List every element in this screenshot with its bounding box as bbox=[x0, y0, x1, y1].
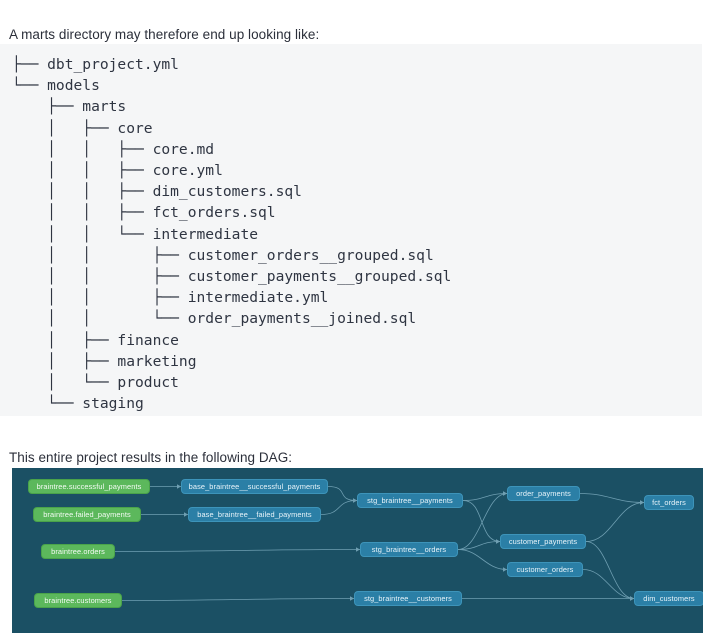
dag-edge-braintree-customers-to-stg-braintree-customers bbox=[121, 598, 355, 601]
directory-tree-text: ├── dbt_project.yml └── models ├── marts… bbox=[12, 56, 452, 413]
dag-edge-arrowhead bbox=[630, 596, 634, 601]
dag-edge-arrowhead bbox=[177, 484, 181, 489]
dag-edge-order-payments-to-fct-orders bbox=[579, 493, 645, 503]
dag-node-dim-customers[interactable]: dim_customers bbox=[634, 591, 703, 606]
dag-node-stg-braintree-payments[interactable]: stg_braintree__payments bbox=[357, 493, 463, 508]
dag-node-braintree-failed-payments[interactable]: braintree.failed_payments bbox=[33, 507, 141, 522]
dag-node-braintree-orders[interactable]: braintree.orders bbox=[41, 544, 115, 559]
dag-edge-stg-braintree-orders-to-order-payments bbox=[457, 493, 508, 550]
dag-node-base-braintree-failed-payments[interactable]: base_braintree__failed_payments bbox=[188, 507, 321, 522]
dag-edge-customer-payments-to-fct-orders bbox=[585, 502, 645, 542]
dag-node-stg-braintree-customers[interactable]: stg_braintree__customers bbox=[354, 591, 462, 606]
dag-edge-base-braintree-failed-payments-to-stg-braintree-payments bbox=[320, 500, 358, 515]
dag-edge-base-braintree-successful-payments-to-stg-braintree-payments bbox=[327, 486, 358, 501]
dag-node-customer-orders[interactable]: customer_orders bbox=[507, 562, 583, 577]
dag-edge-arrowhead bbox=[503, 567, 507, 572]
dag-edge-customer-orders-to-dim-customers bbox=[582, 569, 635, 599]
dag-paragraph: This entire project results in the follo… bbox=[9, 449, 293, 465]
dag-edge-arrowhead bbox=[503, 491, 507, 496]
dag-node-fct-orders[interactable]: fct_orders bbox=[644, 495, 694, 510]
dag-edge-arrowhead bbox=[350, 596, 354, 601]
dag-edge-stg-braintree-payments-to-customer-payments bbox=[462, 500, 501, 542]
dag-node-base-braintree-successful-payments[interactable]: base_braintree__successful_payments bbox=[181, 479, 328, 494]
dag-edge-arrowhead bbox=[184, 512, 188, 517]
dag-edge-customer-payments-to-dim-customers bbox=[585, 541, 635, 599]
intro-paragraph: A marts directory may therefore end up l… bbox=[9, 26, 320, 42]
dag-diagram: braintree.successful_payments braintree.f… bbox=[12, 468, 703, 633]
dag-edge-arrowhead bbox=[640, 500, 644, 505]
dag-edge-stg-braintree-orders-to-customer-orders bbox=[457, 549, 508, 570]
dag-node-braintree-successful-payments[interactable]: braintree.successful_payments bbox=[28, 479, 150, 494]
dag-edge-braintree-orders-to-stg-braintree-orders bbox=[114, 549, 361, 552]
dag-node-stg-braintree-orders[interactable]: stg_braintree__orders bbox=[360, 542, 458, 557]
dag-node-order-payments[interactable]: order_payments bbox=[507, 486, 580, 501]
dag-edge-arrowhead bbox=[496, 539, 500, 544]
dag-edge-arrowhead bbox=[356, 547, 360, 552]
dag-node-customer-payments[interactable]: customer_payments bbox=[500, 534, 586, 549]
dag-edge-stg-braintree-orders-to-customer-payments bbox=[457, 541, 501, 550]
dag-edge-stg-braintree-payments-to-order-payments bbox=[462, 493, 508, 501]
dag-edge-arrowhead bbox=[353, 498, 357, 503]
dag-edge-layer bbox=[114, 484, 645, 601]
directory-tree-code-block: ├── dbt_project.yml └── models ├── marts… bbox=[0, 44, 702, 416]
dag-node-braintree-customers[interactable]: braintree.customers bbox=[34, 593, 122, 608]
